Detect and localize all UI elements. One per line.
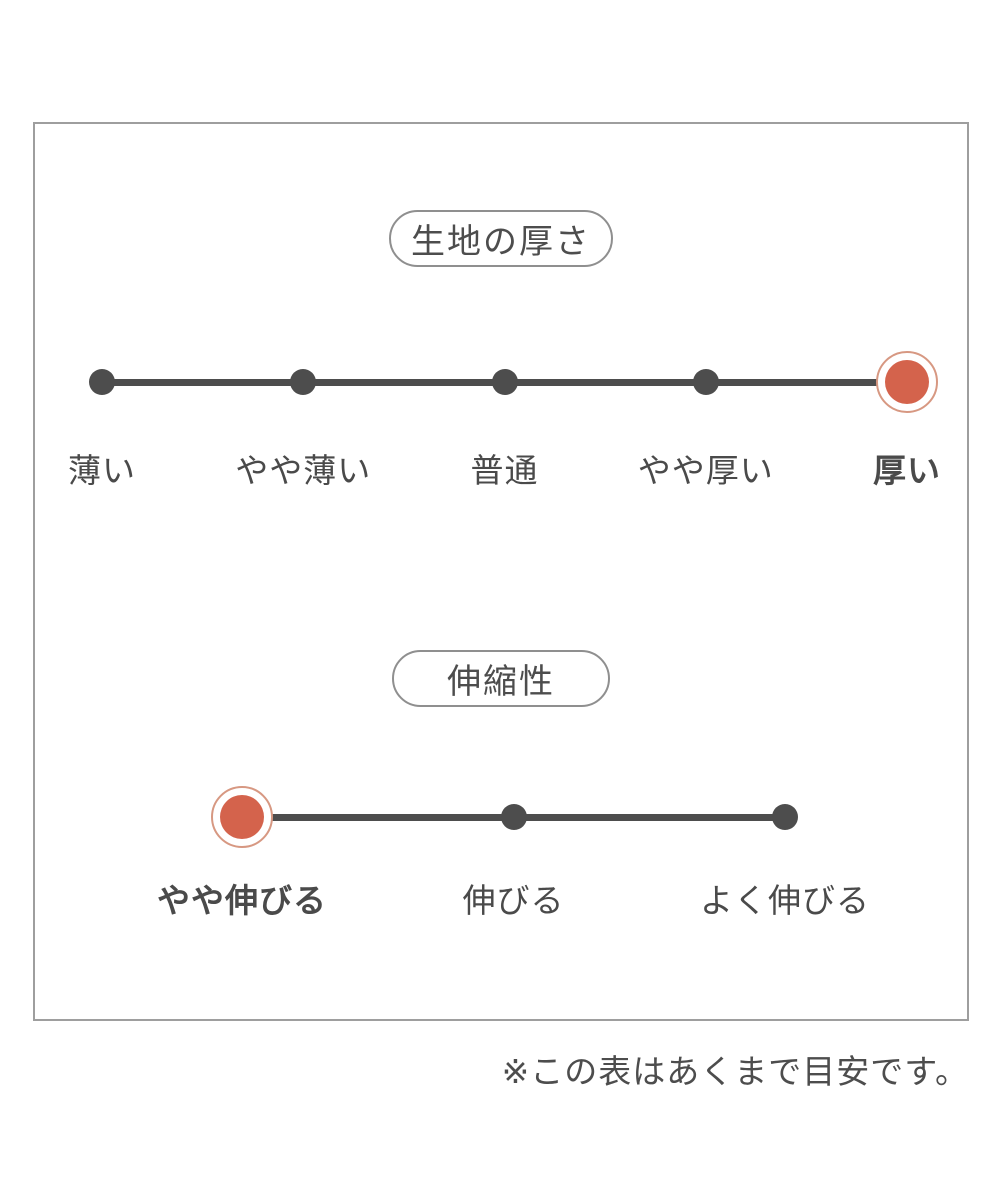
scale-title-pill: 生地の厚さ: [389, 210, 613, 267]
scale-dot: [491, 369, 518, 395]
scale-label: 薄い: [68, 452, 136, 489]
scale-label-selected: 厚い: [873, 452, 941, 489]
scale-label: よく伸びる: [700, 882, 870, 919]
selected-marker-ring: [211, 786, 273, 848]
selected-marker-ring: [876, 351, 938, 413]
scale-title: 伸縮性: [447, 663, 555, 701]
disclaimer-note: ※この表はあくまで目安です。: [501, 1053, 969, 1090]
scale-label-selected: やや伸びる: [157, 882, 327, 919]
scale-title: 生地の厚さ: [411, 223, 591, 261]
scale-label: 伸びる: [462, 882, 565, 919]
scale-dot: [772, 804, 798, 830]
scale-title-pill: 伸縮性: [392, 650, 610, 707]
selected-marker-dot: [220, 795, 264, 839]
scale-labels: 薄い やや薄い 普通 やや厚い 厚い: [68, 444, 940, 489]
scale-label: やや薄い: [235, 452, 372, 489]
scale-dot: [89, 369, 115, 395]
scale-dot: [692, 369, 719, 395]
scale-dot: [290, 369, 317, 395]
spec-panel: 生地の厚さ薄い やや薄い 普通 やや厚い 厚い伸縮性やや伸びる 伸びる よく伸びる: [33, 122, 969, 1021]
scale-label: やや厚い: [637, 452, 774, 489]
scale-labels: やや伸びる 伸びる よく伸びる: [157, 874, 869, 919]
scale-dot: [500, 804, 527, 830]
scale-label: 普通: [470, 452, 539, 489]
selected-marker-dot: [885, 360, 929, 404]
